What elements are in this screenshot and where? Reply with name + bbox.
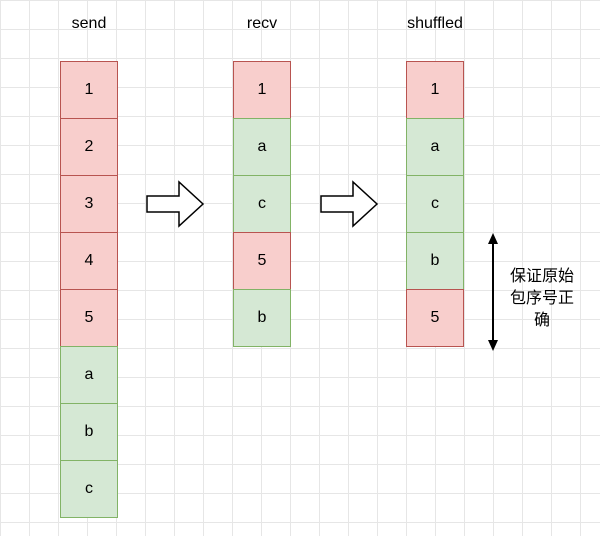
block-arrow-right-icon (146, 180, 205, 228)
double-arrow-vertical-icon (488, 233, 498, 351)
packet-cell: 5 (233, 232, 291, 290)
column-title-recv: recv (246, 15, 278, 32)
packet-cell: 1 (233, 61, 291, 119)
column-title-send: send (71, 15, 107, 32)
packet-cell: 3 (60, 175, 118, 233)
packet-cell: c (233, 175, 291, 233)
packet-cell: 5 (406, 289, 464, 347)
annotation-line: 确 (533, 312, 550, 329)
packet-cell: c (60, 460, 118, 518)
packet-cell: b (60, 403, 118, 461)
packet-cell: 1 (60, 61, 118, 119)
block-arrow-right-icon (320, 180, 379, 228)
packet-cell: 1 (406, 61, 464, 119)
packet-cell: b (406, 232, 464, 290)
packet-cell: 2 (60, 118, 118, 176)
annotation-line: 包序号正 (509, 290, 574, 307)
packet-cell: a (406, 118, 464, 176)
annotation-line: 保证原始 (509, 268, 574, 285)
packet-cell: b (233, 289, 291, 347)
packet-cell: a (60, 346, 118, 404)
packet-cell: 5 (60, 289, 118, 347)
column-title-shuffled: shuffled (407, 15, 463, 32)
packet-cell: 4 (60, 232, 118, 290)
packet-cell: a (233, 118, 291, 176)
annotation-text: 保证原始 包序号正 确 (497, 266, 587, 332)
packet-cell: c (406, 175, 464, 233)
